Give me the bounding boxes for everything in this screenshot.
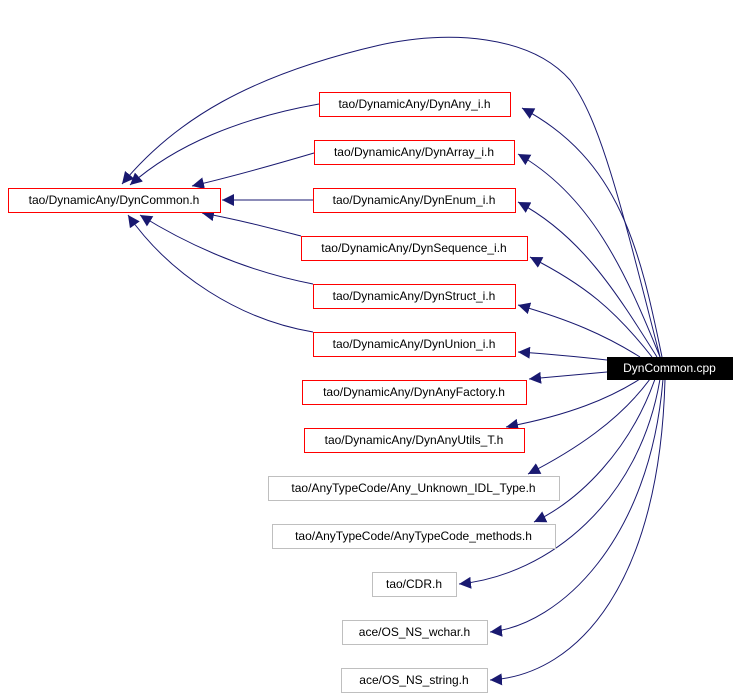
edge-dyncommon-cpp-to-anytypecode-methods-h [533,378,656,523]
node-dynanyutils-t-h[interactable]: tao/DynamicAny/DynAnyUtils_T.h [304,428,525,453]
node-dynarray-i-h[interactable]: tao/DynamicAny/DynArray_i.h [314,140,515,165]
nodes: tao/DynamicAny/DynCommon.h tao/DynamicAny… [8,92,733,693]
node-box [319,92,511,117]
edge-dynstruct-i-h-to-dyncommon-h [139,214,314,285]
node-box [301,236,528,261]
node-box [313,284,516,309]
edge-dynsequence-i-h-to-dyncommon-h [201,209,302,237]
node-label: tao/DynamicAny/DynAnyFactory.h [323,385,505,399]
node-label: ace/OS_NS_string.h [359,673,468,687]
edge-dyncommon-cpp-to-cdr-h [458,378,661,589]
node-dyncommon-cpp: DynCommon.cpp [607,357,733,380]
edge-dyncommon-cpp-to-dynany-i-h [521,107,663,358]
edge-dyncommon-cpp-to-dynsequence-i-h [529,256,653,358]
node-dynenum-i-h[interactable]: tao/DynamicAny/DynEnum_i.h [313,188,516,213]
edge-dyncommon-cpp-to-dynstruct-i-h [517,302,641,358]
node-box [268,476,560,501]
node-label: ace/OS_NS_wchar.h [359,625,470,639]
node-label: tao/DynamicAny/DynSequence_i.h [321,241,506,255]
edge-dyncommon-cpp-to-dyncommon-h [121,36,661,358]
node-os-ns-wchar-h[interactable]: ace/OS_NS_wchar.h [342,620,488,645]
edge-dyncommon-cpp-to-dynanyfactory-h [528,371,608,384]
node-dynunion-i-h[interactable]: tao/DynamicAny/DynUnion_i.h [313,332,516,357]
node-label: DynCommon.cpp [623,361,716,375]
edge-dyncommon-cpp-to-any-unknown-h [527,378,651,475]
node-cdr-h[interactable]: tao/CDR.h [372,572,457,597]
edge-dynany-i-h-to-dyncommon-h [129,103,320,186]
edge-dyncommon-cpp-to-dynanyutils-t-h [505,378,641,431]
node-label: tao/DynamicAny/DynAnyUtils_T.h [325,433,504,447]
node-box [342,620,488,645]
node-label: tao/DynamicAny/DynUnion_i.h [333,337,496,351]
node-label: tao/DynamicAny/DynArray_i.h [334,145,494,159]
node-dynsequence-i-h[interactable]: tao/DynamicAny/DynSequence_i.h [301,236,528,261]
node-label: tao/AnyTypeCode/AnyTypeCode_methods.h [295,529,532,543]
node-label: tao/DynamicAny/DynEnum_i.h [333,193,496,207]
node-box [607,357,733,380]
node-anytypecode-methods-h[interactable]: tao/AnyTypeCode/AnyTypeCode_methods.h [272,524,556,549]
node-box [341,668,488,693]
node-box [272,524,556,549]
node-dynanyfactory-h[interactable]: tao/DynamicAny/DynAnyFactory.h [302,380,527,405]
node-label: tao/DynamicAny/DynStruct_i.h [333,289,496,303]
node-box [313,188,516,213]
node-label: tao/CDR.h [386,577,442,591]
node-box [314,140,515,165]
edge-dyncommon-cpp-to-os-ns-string-h [489,378,666,686]
node-box [313,332,516,357]
edge-dyncommon-cpp-to-dynenum-i-h [517,201,658,358]
node-dyncommon-h[interactable]: tao/DynamicAny/DynCommon.h [8,188,221,213]
node-label: tao/DynamicAny/DynAny_i.h [338,97,490,111]
edges [121,36,666,686]
node-dynany-i-h[interactable]: tao/DynamicAny/DynAny_i.h [319,92,511,117]
edge-dyncommon-cpp-to-dynarray-i-h [517,153,661,358]
node-box [302,380,527,405]
edge-dynunion-i-h-to-dyncommon-h [127,214,314,333]
node-label: tao/DynamicAny/DynCommon.h [29,193,200,207]
node-box [8,188,221,213]
node-dynstruct-i-h[interactable]: tao/DynamicAny/DynStruct_i.h [313,284,516,309]
edge-dyncommon-cpp-to-os-ns-wchar-h [489,378,664,637]
node-box [372,572,457,597]
node-label: tao/AnyTypeCode/Any_Unknown_IDL_Type.h [291,481,535,495]
node-any-unknown-h[interactable]: tao/AnyTypeCode/Any_Unknown_IDL_Type.h [268,476,560,501]
node-os-ns-string-h[interactable]: ace/OS_NS_string.h [341,668,488,693]
node-box [304,428,525,453]
edge-dynarray-i-h-to-dyncommon-h [191,152,315,190]
edge-dyncommon-cpp-to-dynunion-i-h [517,346,608,361]
